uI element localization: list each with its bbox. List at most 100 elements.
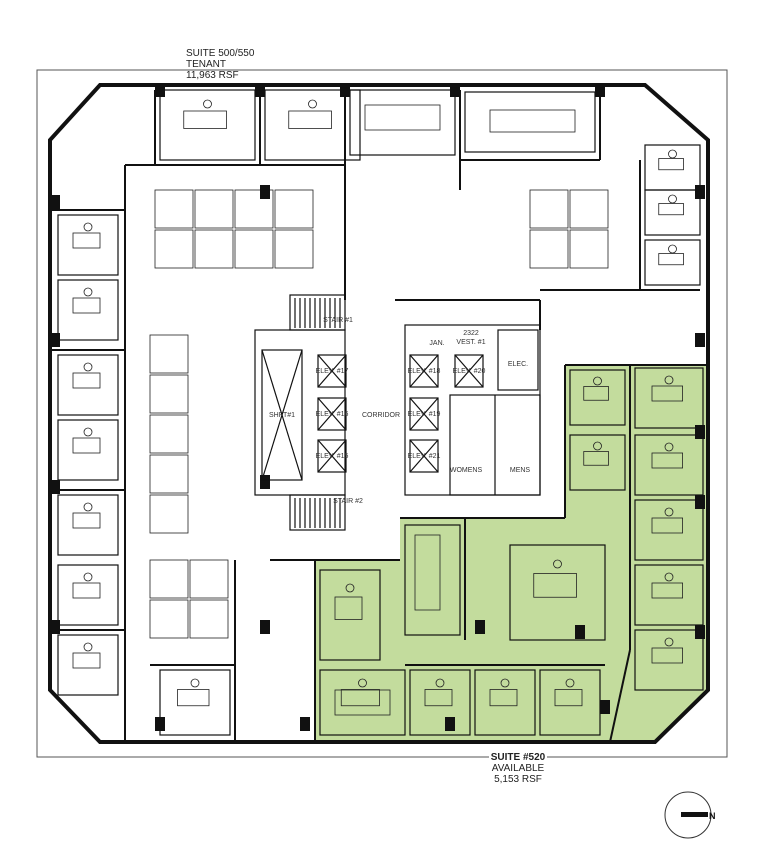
elevator-car xyxy=(317,397,347,431)
chair xyxy=(593,441,602,451)
office xyxy=(57,419,119,481)
workstation xyxy=(149,599,189,639)
office xyxy=(644,144,701,191)
workstation xyxy=(529,229,569,269)
office xyxy=(57,354,119,416)
desk xyxy=(72,372,101,389)
chair xyxy=(83,502,93,512)
desk xyxy=(183,110,227,129)
elevator-label: ELEV. #16 xyxy=(316,411,349,418)
conference-room xyxy=(404,524,461,636)
chair xyxy=(203,99,212,109)
stair-1-label: STAIR #1 xyxy=(323,317,353,324)
chair xyxy=(664,442,674,452)
available-suite-name: SUITE #520 xyxy=(488,752,548,763)
workstation xyxy=(274,189,314,229)
interior-walls xyxy=(50,90,708,743)
office xyxy=(569,369,626,426)
chair xyxy=(345,583,355,593)
workstation xyxy=(149,414,189,454)
workstation xyxy=(529,189,569,229)
chair xyxy=(668,194,677,204)
elevator-label: ELEV. #15 xyxy=(316,453,349,460)
office xyxy=(634,434,704,496)
shaft xyxy=(261,349,303,481)
chair xyxy=(83,572,93,582)
column xyxy=(300,717,310,731)
elec-room xyxy=(497,329,539,391)
conference-table xyxy=(364,104,441,131)
elevator-car xyxy=(317,354,347,388)
column xyxy=(155,717,165,731)
desk xyxy=(489,689,518,707)
conference-table xyxy=(414,534,441,611)
tenant-suite-name: SUITE 500/550 xyxy=(186,48,255,59)
office xyxy=(264,89,361,161)
workstation xyxy=(189,559,229,599)
columns xyxy=(50,83,705,731)
workstation xyxy=(569,229,609,269)
office xyxy=(57,214,119,276)
chair xyxy=(83,222,93,232)
chair xyxy=(500,678,510,688)
workstation xyxy=(189,599,229,639)
workstation xyxy=(154,189,194,229)
elev-x xyxy=(409,439,439,473)
column xyxy=(475,620,485,634)
vest-room-number: 2322 xyxy=(463,330,479,337)
chair xyxy=(308,99,317,109)
desk xyxy=(424,689,453,707)
workstation xyxy=(149,374,189,414)
tenant-suite-status: TENANT xyxy=(186,59,226,70)
elevator-car xyxy=(317,439,347,473)
desk xyxy=(72,512,101,529)
workstation xyxy=(569,189,609,229)
elev-x xyxy=(317,397,347,431)
office xyxy=(409,669,471,736)
workstation xyxy=(149,454,189,494)
office xyxy=(57,634,119,696)
chair xyxy=(664,375,674,385)
elec-label: ELEC. xyxy=(508,361,528,368)
desk xyxy=(583,386,609,401)
chair xyxy=(190,678,200,688)
elevator-car xyxy=(454,354,484,388)
vest-label: VEST. #1 xyxy=(456,339,485,346)
stair-2-label: STAIR #2 xyxy=(333,498,363,505)
wall xyxy=(609,649,631,743)
suite-520-area[interactable] xyxy=(315,365,708,742)
desk xyxy=(651,385,684,402)
desk xyxy=(554,689,583,707)
column xyxy=(155,83,165,97)
desk xyxy=(72,582,101,599)
desk xyxy=(658,253,684,266)
tenant-suite-area: 11,963 RSF xyxy=(186,70,239,81)
desk xyxy=(658,158,684,171)
elev-x xyxy=(317,439,347,473)
womens-label: WOMENS xyxy=(450,467,483,474)
conference-table xyxy=(489,109,576,133)
stair-2 xyxy=(289,494,346,531)
building-outline xyxy=(48,83,710,744)
office xyxy=(644,239,701,286)
chair xyxy=(668,244,677,254)
column xyxy=(255,83,265,97)
chair xyxy=(83,427,93,437)
workstation xyxy=(234,189,274,229)
workstation xyxy=(154,229,194,269)
chair xyxy=(83,642,93,652)
office xyxy=(159,89,256,161)
elevator-label: ELEV. #17 xyxy=(316,368,349,375)
shaft-label: SHFT#1 xyxy=(269,412,295,419)
desk xyxy=(288,110,332,129)
desk xyxy=(72,652,101,669)
plan-frame xyxy=(36,69,728,758)
furniture xyxy=(72,99,684,716)
elevator-car xyxy=(409,397,439,431)
office xyxy=(634,499,704,561)
desk xyxy=(651,517,684,534)
column xyxy=(450,83,460,97)
workstation xyxy=(149,559,189,599)
office xyxy=(634,367,704,429)
